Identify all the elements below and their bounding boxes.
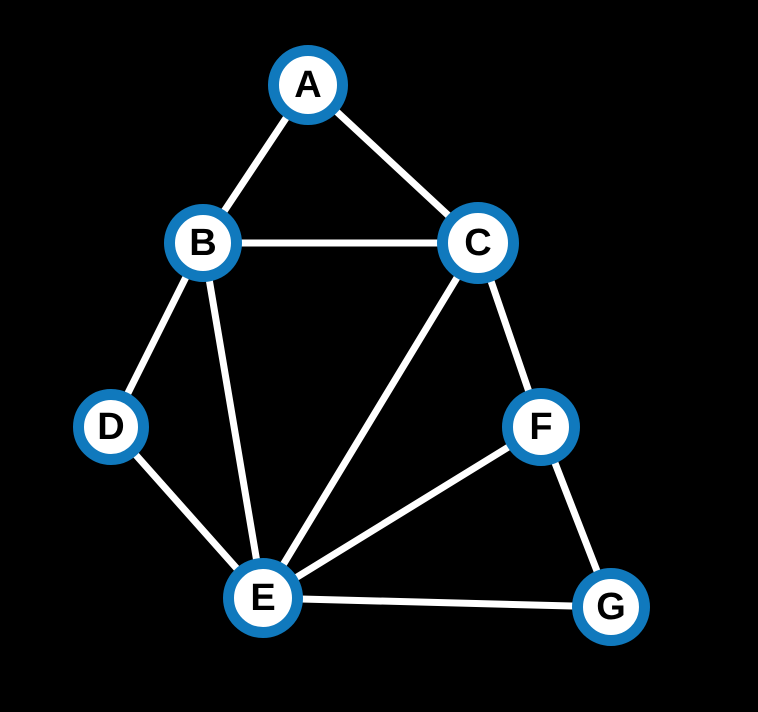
graph-node-e[interactable]: E bbox=[223, 558, 303, 638]
graph-node-c[interactable]: C bbox=[437, 202, 519, 284]
graph-node-label-c: C bbox=[464, 222, 492, 264]
graph-node-a[interactable]: A bbox=[268, 45, 348, 125]
graph-node-label-a: A bbox=[294, 64, 322, 106]
graph-node-b[interactable]: B bbox=[164, 204, 242, 282]
graph-node-g[interactable]: G bbox=[572, 568, 650, 646]
graph-edge-e-g bbox=[259, 594, 615, 611]
graph-node-f[interactable]: F bbox=[502, 388, 580, 466]
graph-node-label-b: B bbox=[189, 222, 217, 264]
graph-edge-c-e bbox=[259, 239, 482, 602]
graph-edge-e-f bbox=[259, 423, 545, 602]
graph-node-label-g: G bbox=[596, 586, 626, 628]
graph-node-label-e: E bbox=[250, 577, 276, 619]
graph-node-label-f: F bbox=[529, 406, 553, 448]
graph-node-label-d: D bbox=[97, 406, 125, 448]
graph-node-d[interactable]: D bbox=[73, 389, 149, 465]
graph-edge-b-e bbox=[199, 239, 267, 602]
